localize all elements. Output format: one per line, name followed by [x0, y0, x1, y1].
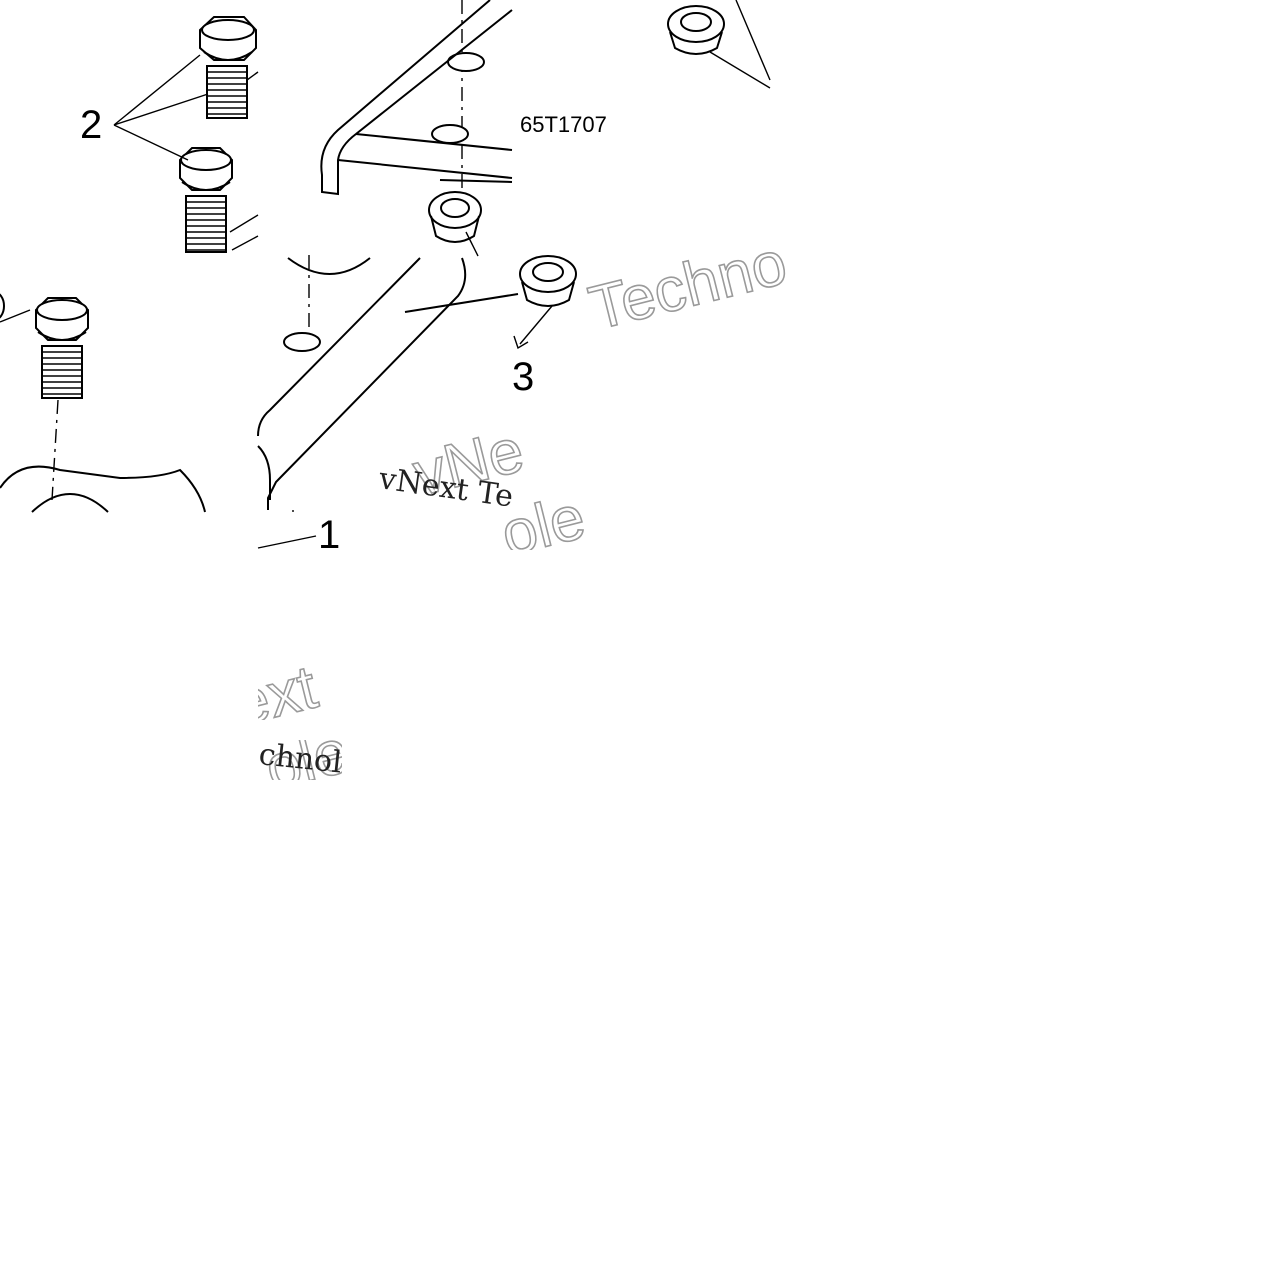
callout-3: 3 [512, 355, 534, 399]
figure-reference-id: 65T1707 [520, 112, 607, 137]
tile-top-right [667, 0, 771, 89]
hex-flange-bolt-left [35, 297, 89, 399]
hex-flange-bolt-lower [179, 147, 233, 253]
mounting-bracket-upper [320, 0, 513, 196]
leader-callout-1 [257, 535, 317, 549]
tile-middle-left [0, 293, 206, 513]
watermark-outlined-ole-lower: ole [259, 717, 356, 804]
callout-1: 1 [318, 513, 340, 557]
watermark-outlined-techno: Techno [583, 228, 794, 343]
mounting-bracket-lower [257, 257, 519, 510]
watermark-outlined-ole: ole [495, 483, 592, 570]
tile-top-center [257, 0, 577, 510]
watermark-outlined-ext: ext [227, 653, 324, 740]
flange-nut-top-right [667, 5, 725, 55]
tile-top-left [113, 16, 259, 253]
flange-nut-center [428, 191, 482, 257]
watermark-serif-chnol: chnol [257, 737, 343, 780]
hex-flange-bolt-upper [199, 16, 257, 119]
flange-nut-callout-3 [519, 255, 577, 307]
callout-2: 2 [80, 103, 102, 147]
